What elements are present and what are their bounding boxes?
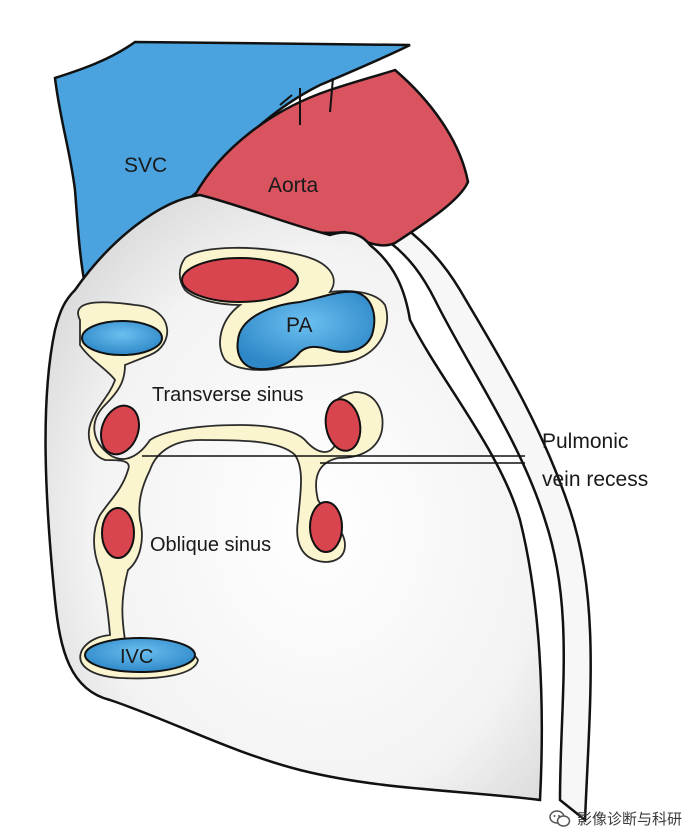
- left-upper-pulmonary-vein: [100, 404, 140, 456]
- label-svc: SVC: [124, 154, 167, 177]
- label-vein-recess: vein recess: [542, 468, 648, 491]
- ivc-vessel: [84, 637, 196, 673]
- label-ivc: IVC: [120, 646, 153, 668]
- label-transverse-sinus: Transverse sinus: [152, 384, 304, 406]
- upper-left-blue-vessel: [81, 320, 163, 356]
- right-lower-pulmonary-vein: [309, 501, 343, 553]
- pa-vessel: [236, 290, 376, 371]
- label-aorta: Aorta: [268, 174, 319, 197]
- right-upper-pulmonary-vein: [324, 398, 362, 452]
- label-oblique-sinus: Oblique sinus: [150, 534, 271, 556]
- aortic-branch-lines: [279, 77, 334, 125]
- watermark: 影像诊断与科研: [549, 808, 682, 829]
- aorta-cut-red-vessel: [181, 257, 299, 303]
- label-pa: PA: [286, 314, 312, 337]
- label-pulmonic: Pulmonic: [542, 430, 628, 453]
- wechat-icon: [549, 809, 571, 827]
- watermark-text: 影像诊断与科研: [576, 810, 682, 828]
- left-lower-pulmonary-vein: [101, 507, 135, 559]
- pericardial-reflection-band: [77, 246, 389, 680]
